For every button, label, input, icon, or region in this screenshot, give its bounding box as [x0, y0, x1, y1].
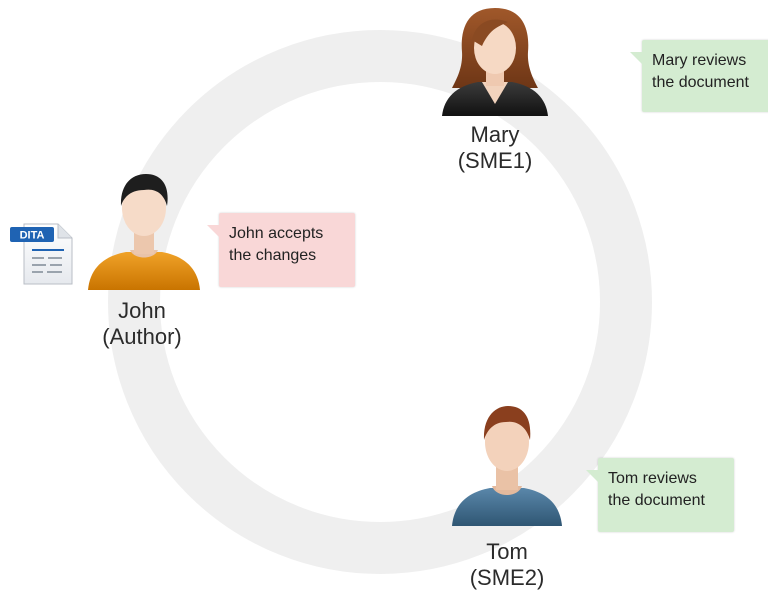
mary-comment-line2: the document: [652, 74, 749, 91]
dita-document-icon: DITA: [10, 222, 76, 291]
john-avatar: [86, 172, 202, 292]
john-comment-line1: John accepts: [229, 225, 324, 242]
tom-comment-bubble: Tom reviews the document: [586, 458, 734, 532]
john-role: (Author): [102, 324, 182, 349]
tom-role: (SME2): [469, 565, 545, 590]
john-comment-bubble: John accepts the changes: [207, 213, 355, 287]
john-name: John: [118, 298, 166, 323]
mary-comment-line1: Mary reviews: [652, 52, 747, 69]
mary-role: (SME1): [457, 148, 533, 173]
john-comment-line2: the changes: [229, 247, 317, 264]
mary-name: Mary: [470, 122, 520, 147]
john-label: John (Author): [82, 298, 202, 350]
male-user-icon: [88, 174, 200, 290]
male-user-icon: [452, 406, 562, 526]
tom-comment-line1: Tom reviews: [608, 470, 697, 487]
tom-name: Tom: [486, 539, 528, 564]
tom-avatar: [450, 404, 564, 528]
tom-label: Tom (SME2): [457, 539, 557, 591]
tom-comment-line2: the document: [608, 492, 705, 509]
female-user-icon: [442, 8, 548, 116]
mary-comment-bubble: Mary reviews the document: [630, 40, 768, 112]
dita-badge-label: DITA: [20, 230, 45, 242]
mary-label: Mary (SME1): [445, 122, 545, 174]
mary-avatar: [438, 6, 552, 118]
